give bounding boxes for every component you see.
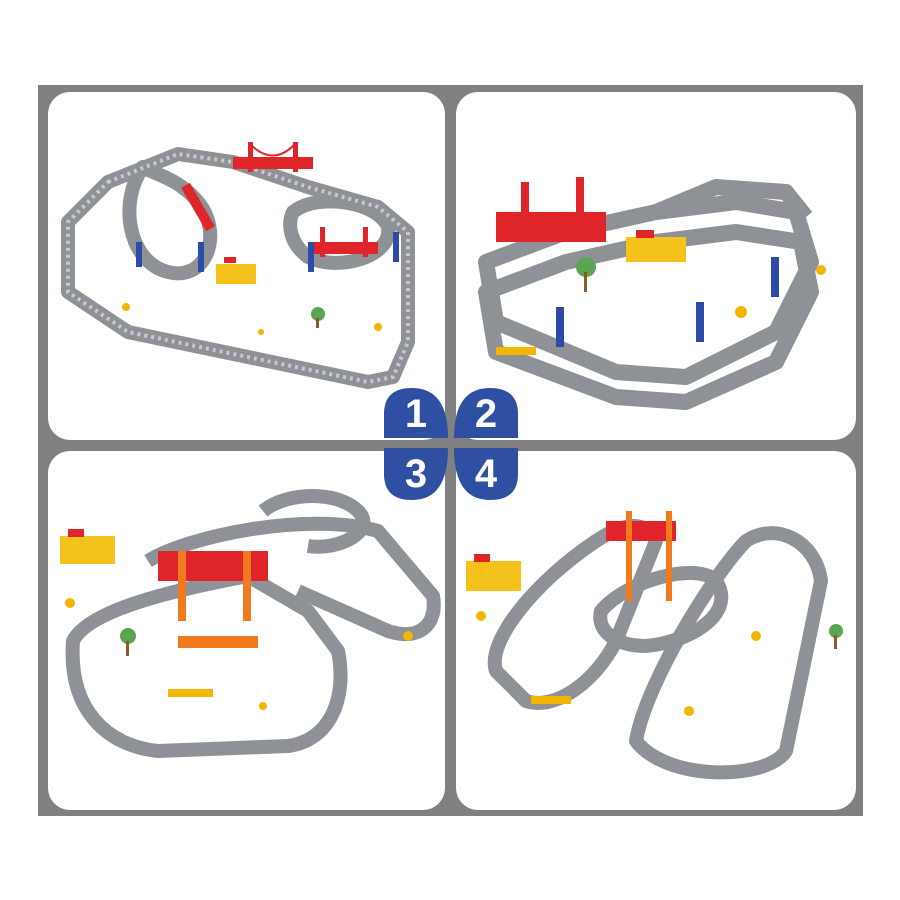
tree-icon [311, 307, 325, 328]
track-layout-4-illustration [466, 511, 843, 780]
red-bridge-icon [181, 142, 378, 257]
badge-number-3: 3 [404, 452, 428, 496]
station-icon [626, 230, 686, 262]
layout-panel-3 [48, 451, 445, 810]
station-icon [216, 257, 256, 284]
red-bridge-icon [158, 551, 268, 648]
badge-number-2: 2 [474, 392, 498, 436]
layout-panel-4 [456, 451, 856, 810]
plant-icon [829, 624, 843, 649]
station-icon [60, 529, 115, 564]
red-bridge-icon [496, 177, 606, 242]
layout-number-badge: 1 2 3 4 [376, 384, 526, 504]
badge-number-4: 4 [474, 452, 498, 496]
badge-number-1: 1 [404, 392, 428, 436]
tree-icon [120, 628, 136, 656]
track-layout-3-illustration [60, 489, 441, 758]
quad-badge-shape [384, 388, 518, 500]
layout-panel-2 [456, 92, 856, 440]
layout-panel-1 [48, 92, 445, 440]
palm-tree-icon [576, 257, 596, 292]
track-layout-2-illustration [478, 177, 826, 410]
track-layout-1-illustration [61, 142, 415, 389]
station-icon [466, 554, 521, 591]
red-bridge-icon [606, 511, 676, 601]
